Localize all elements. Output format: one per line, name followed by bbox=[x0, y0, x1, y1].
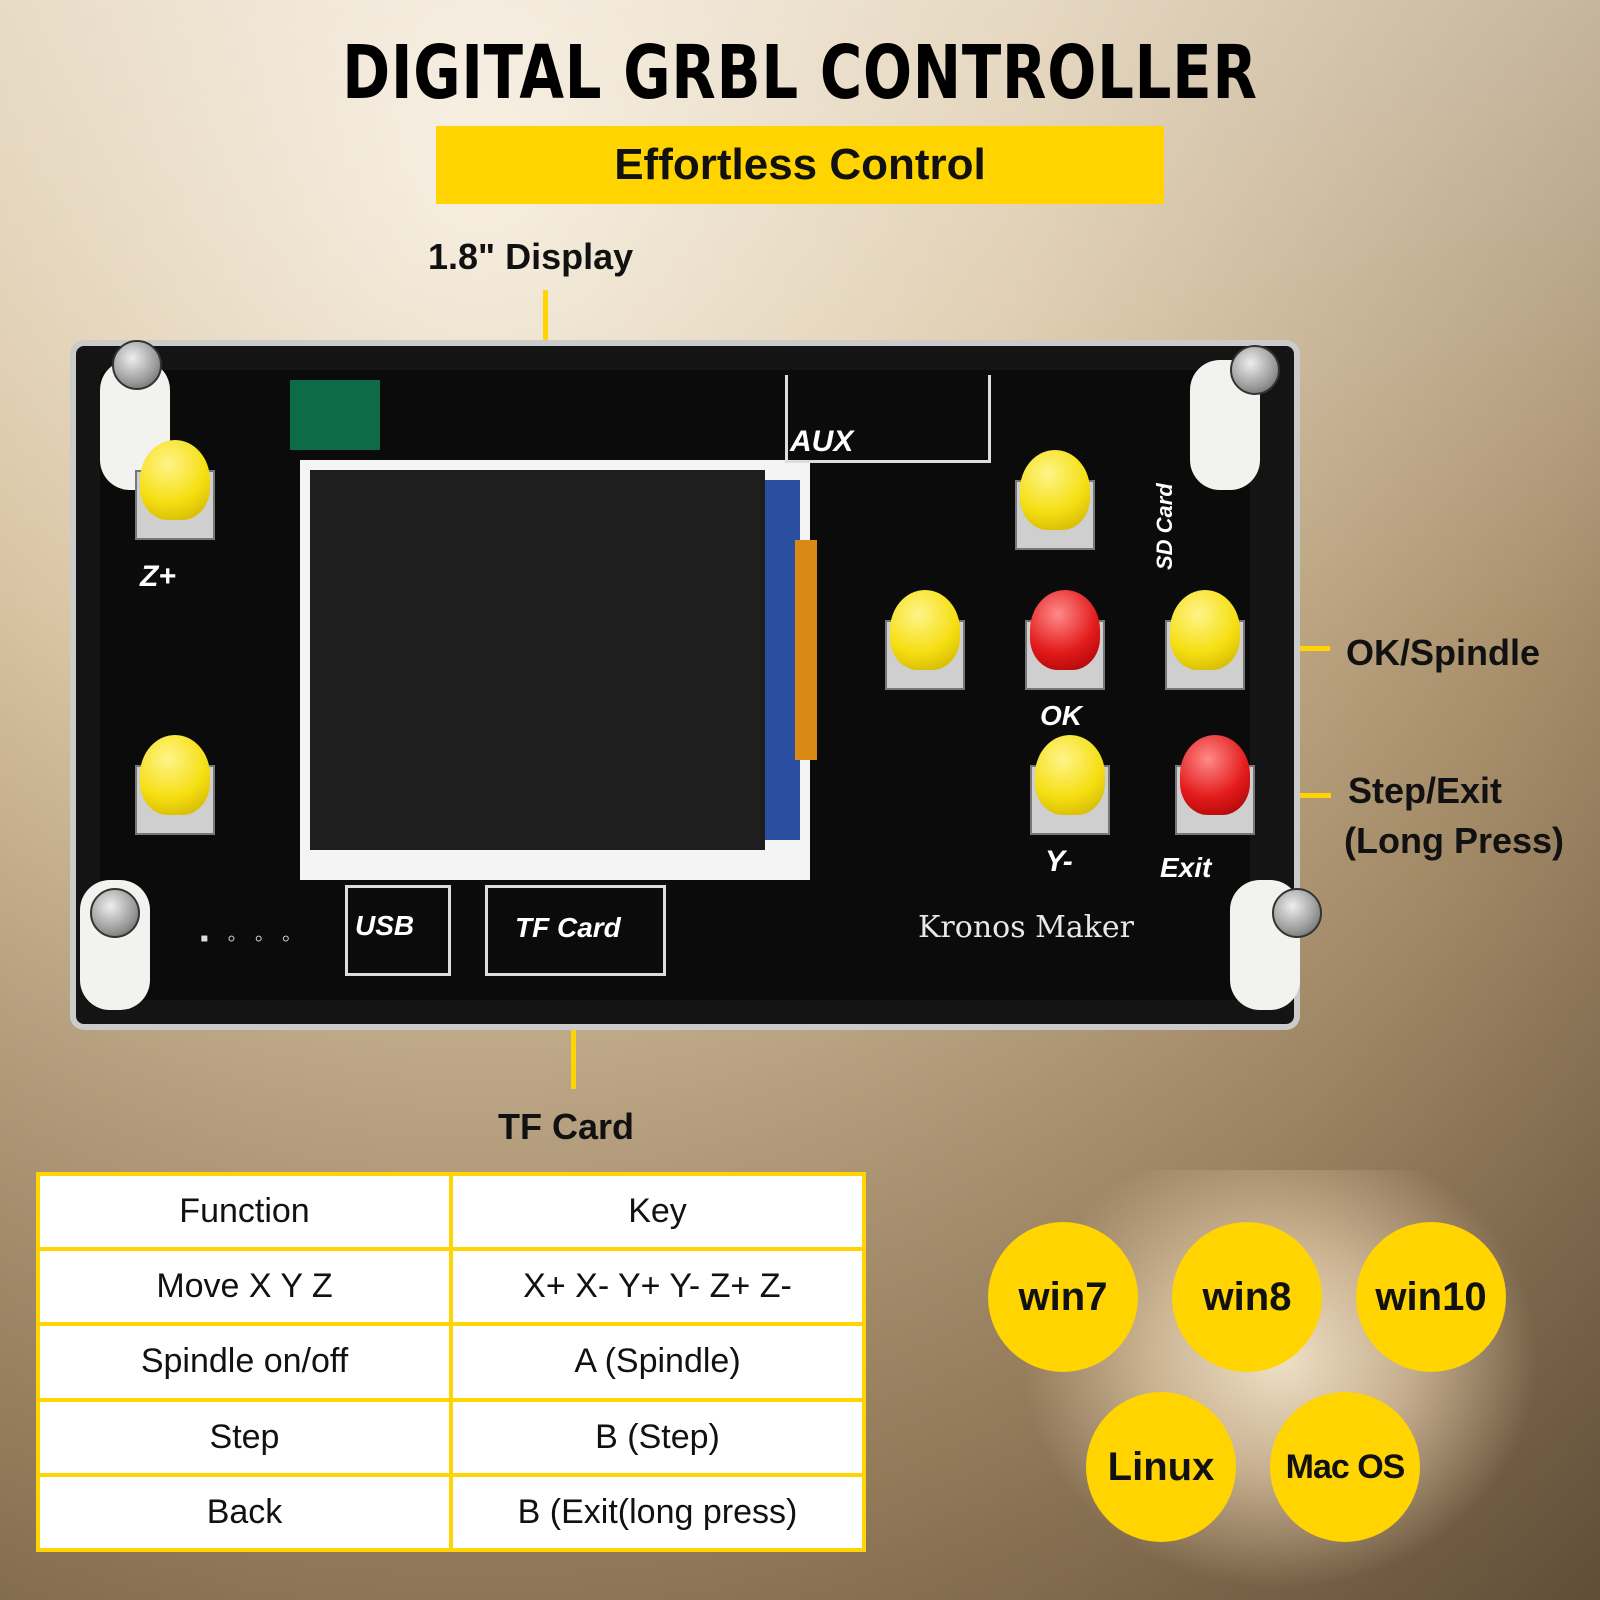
tf-card-slot-outline bbox=[485, 885, 666, 976]
table-cell: Spindle on/off bbox=[36, 1322, 453, 1402]
table-cell: X+ X- Y+ Y- Z+ Z- bbox=[449, 1247, 866, 1327]
os-badge-win10: win10 bbox=[1356, 1222, 1506, 1372]
ok-label: OK bbox=[1040, 700, 1082, 731]
x-plus-button[interactable] bbox=[1160, 590, 1250, 690]
table-row: Spindle on/off A (Spindle) bbox=[36, 1322, 866, 1402]
subtitle-banner: Effortless Control bbox=[436, 126, 1164, 204]
key-function-table: Function Key Move X Y Z X+ X- Y+ Y- Z+ Z… bbox=[36, 1171, 866, 1553]
exit-label: Exit bbox=[1160, 852, 1212, 883]
aux-port-outline bbox=[785, 375, 991, 463]
table-cell: B (Exit(long press) bbox=[449, 1472, 866, 1553]
header-pins: ▪ ◦ ◦ ◦ bbox=[200, 925, 297, 952]
tf-card-callout-line bbox=[571, 985, 576, 1089]
step-exit-button[interactable] bbox=[1170, 735, 1260, 835]
y-minus-button[interactable] bbox=[1025, 735, 1115, 835]
ok-spindle-button[interactable] bbox=[1020, 590, 1110, 690]
table-row: Move X Y Z X+ X- Y+ Y- Z+ Z- bbox=[36, 1247, 866, 1327]
table-header-row: Function Key bbox=[36, 1171, 866, 1252]
z-plus-button[interactable] bbox=[130, 440, 220, 540]
lcd-display bbox=[310, 470, 765, 850]
os-badge-macos: Mac OS bbox=[1270, 1392, 1420, 1542]
screw-icon bbox=[90, 888, 140, 938]
z-plus-label: Z+ bbox=[140, 560, 176, 593]
os-badge-win8: win8 bbox=[1172, 1222, 1322, 1372]
usb-port-outline bbox=[345, 885, 451, 976]
usb-label: USB bbox=[355, 910, 415, 941]
tf-card-callout-label: TF Card bbox=[498, 1106, 635, 1147]
table-cell: B (Step) bbox=[449, 1397, 866, 1477]
table-row: Step B (Step) bbox=[36, 1397, 866, 1477]
brand-logo: Kronos Maker bbox=[918, 910, 1135, 945]
y-minus-label: Y- bbox=[1045, 845, 1073, 878]
os-badge-linux: Linux bbox=[1086, 1392, 1236, 1542]
table-header-cell: Key bbox=[449, 1171, 866, 1252]
screw-icon bbox=[112, 340, 162, 390]
aux-label: AUX bbox=[790, 425, 854, 458]
sd-card-label: SD Card bbox=[1152, 483, 1177, 570]
ok-spindle-callout-label: OK/Spindle bbox=[1346, 632, 1541, 673]
screen-protector-tab bbox=[290, 380, 380, 450]
table-cell: Back bbox=[36, 1472, 453, 1553]
screw-icon bbox=[1230, 345, 1280, 395]
step-exit-callout-label: Step/Exit bbox=[1348, 770, 1503, 811]
table-cell: Move X Y Z bbox=[36, 1247, 453, 1327]
flex-cable bbox=[795, 540, 817, 760]
table-cell: A (Spindle) bbox=[449, 1322, 866, 1402]
z-minus-button[interactable] bbox=[130, 735, 220, 835]
table-row: Back B (Exit(long press) bbox=[36, 1472, 866, 1553]
tf-card-pcb-label: TF Card bbox=[515, 912, 621, 943]
display-callout-label: 1.8" Display bbox=[428, 236, 634, 277]
os-badge-win7: win7 bbox=[988, 1222, 1138, 1372]
x-minus-button[interactable] bbox=[880, 590, 970, 690]
y-plus-button[interactable] bbox=[1010, 450, 1100, 550]
table-cell: Step bbox=[36, 1397, 453, 1477]
display-connector bbox=[765, 480, 800, 840]
step-exit-callout-label-2: (Long Press) bbox=[1344, 820, 1565, 861]
grbl-controller-device: AUX Z+ OK Y- Exit SD Card USB TF Card ▪ … bbox=[60, 340, 1322, 1040]
page-title: DIGITAL GRBL CONTROLLER bbox=[342, 30, 1258, 116]
table-header-cell: Function bbox=[36, 1171, 453, 1252]
screw-icon bbox=[1272, 888, 1322, 938]
